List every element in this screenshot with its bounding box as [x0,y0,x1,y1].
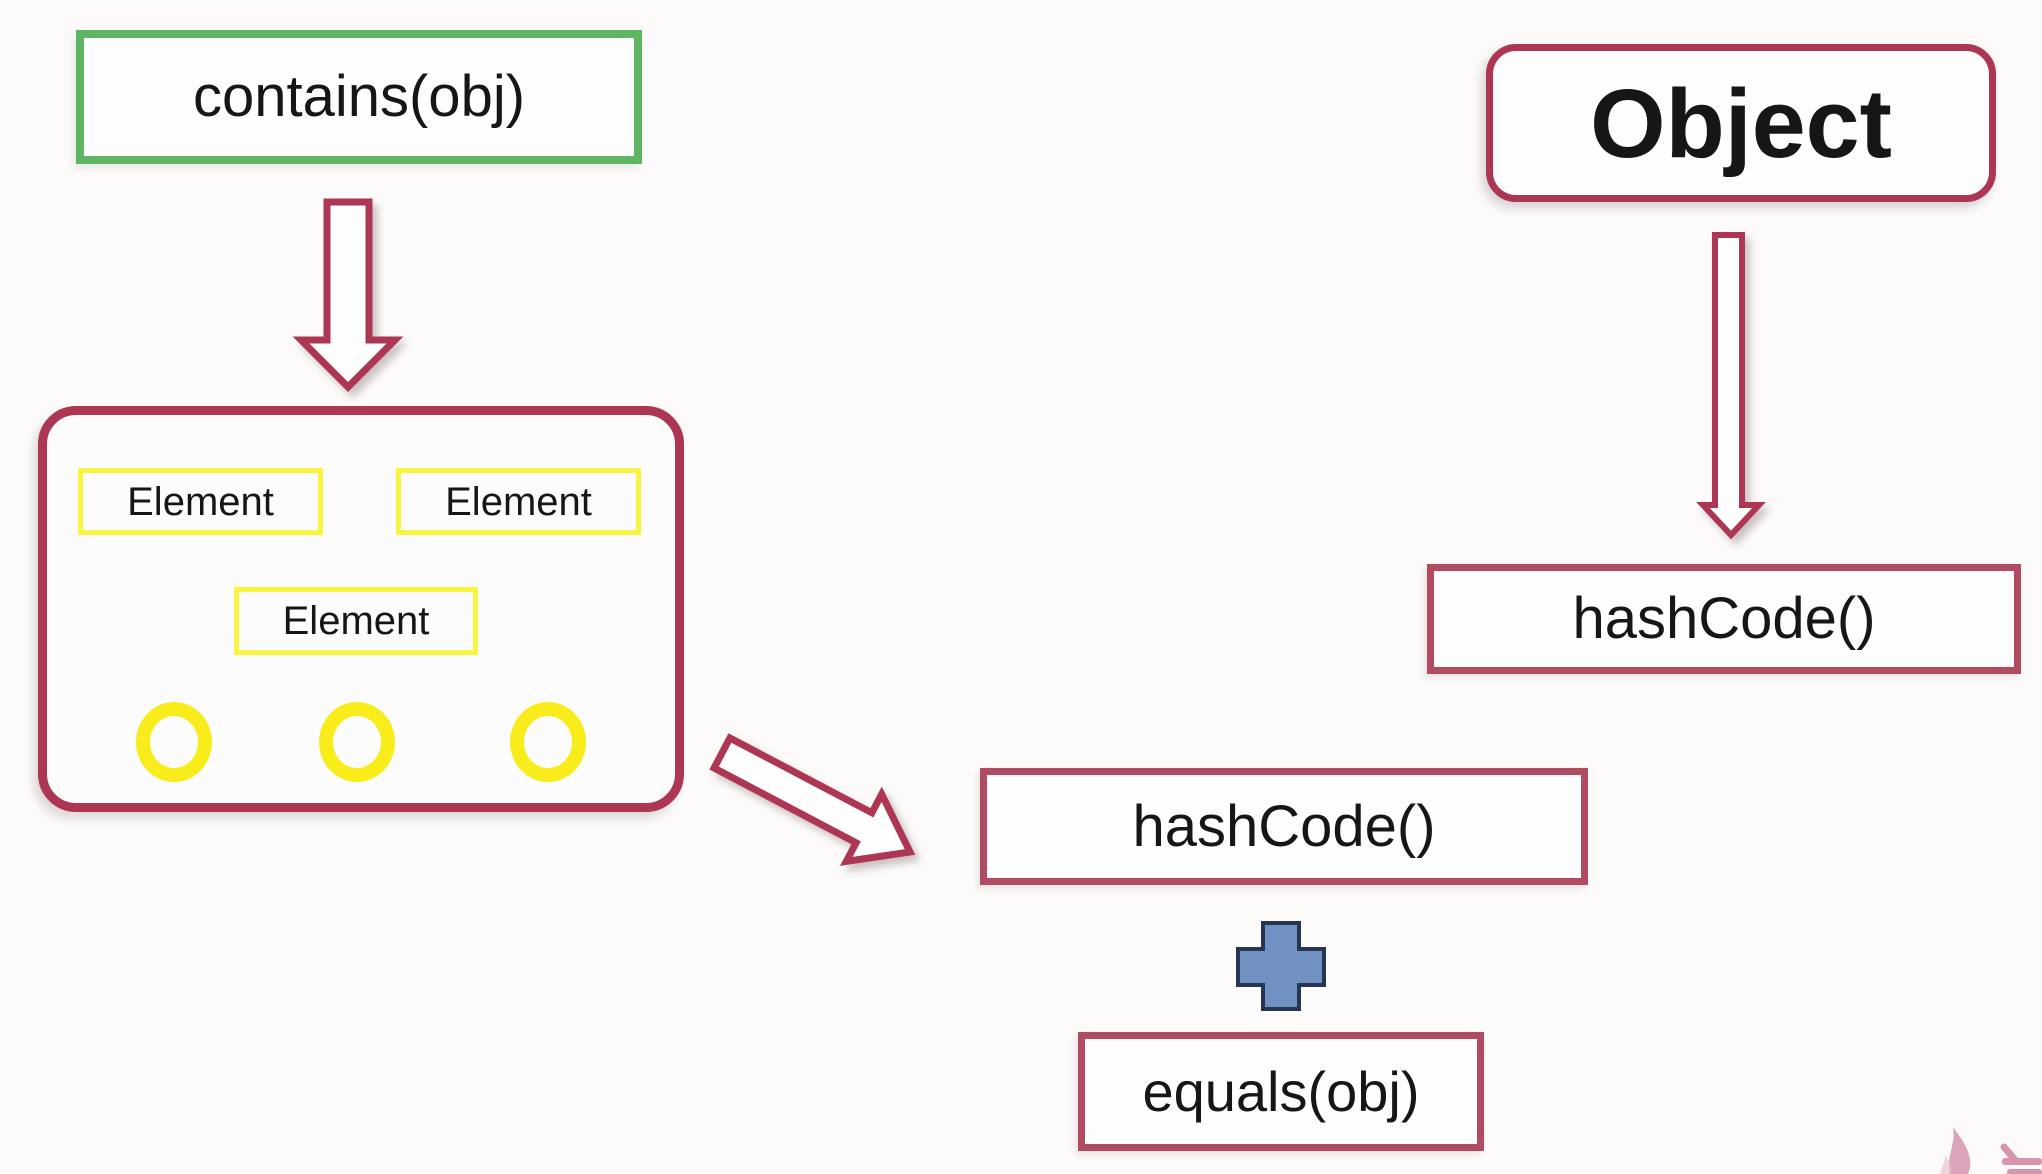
diagonal-down-right-arrow-icon [709,733,916,866]
contains-obj-box: contains(obj) [76,30,642,164]
down-arrow-icon [1696,232,1766,540]
hashcode-box-right: hashCode() [1427,564,2021,674]
element-box-2: Element [396,468,641,535]
object-label: Object [1590,68,1892,178]
element-label: Element [282,599,430,643]
down-arrow-icon [292,198,404,392]
element-label: Element [127,479,274,524]
contains-obj-label: contains(obj) [192,64,526,129]
watermark-logo [1940,1127,2042,1174]
element-circle-2 [319,702,395,782]
element-circle-1 [136,702,212,782]
object-box: Object [1486,44,1996,202]
hashcode-label: hashCode() [1572,586,1876,651]
equals-obj-box: equals(obj) [1078,1032,1484,1151]
equals-obj-label: equals(obj) [1142,1059,1420,1123]
element-circle-3 [510,702,586,782]
hashcode-box-center: hashCode() [980,768,1588,885]
element-box-1: Element [78,468,323,535]
hashcode-label: hashCode() [1132,793,1436,859]
plus-icon [1236,921,1326,1011]
element-box-3: Element [234,587,478,655]
element-label: Element [445,479,592,524]
